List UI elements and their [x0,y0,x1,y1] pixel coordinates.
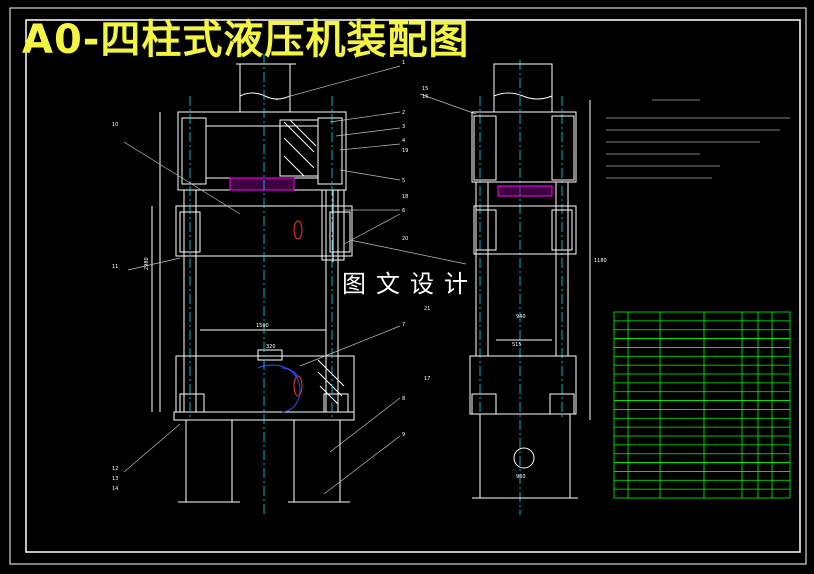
callout-2: 2 [402,110,405,116]
callout-8: 8 [402,396,405,402]
callout-4: 4 [402,138,405,144]
side-view [469,63,591,499]
callout-21: 21 [424,306,430,312]
dimension-labels: 1500 1180 940 515 2980 320 960 [144,257,607,480]
dim-inner: 515 [512,342,522,348]
callout-10: 10 [112,122,118,128]
side-view-accents [497,185,553,197]
part-callouts: 1 2 3 4 5 6 7 8 9 10 11 12 13 14 15 16 1… [112,60,430,492]
dim-table: 320 [266,344,276,350]
dim-width: 1500 [256,323,269,329]
drawing-title: A0-四柱式液压机装配图 [22,17,470,63]
callout-12: 12 [112,466,118,472]
callout-16: 16 [422,94,428,100]
dim-side-height: 1180 [594,258,607,264]
callout-11: 11 [112,264,118,270]
callout-1: 1 [402,60,405,66]
dim-total-height: 2980 [144,257,150,270]
callout-17: 17 [424,376,430,382]
callout-7: 7 [402,322,405,328]
technical-notes [606,99,790,179]
callout-15: 15 [422,86,428,92]
drawing-frame [9,7,807,565]
watermark-text: 图文设计 [342,270,478,298]
parts-list-table [613,311,791,499]
callout-20: 20 [402,236,408,242]
callout-18: 18 [402,194,408,200]
front-view-accents [229,119,345,413]
dim-side-width: 940 [516,314,526,320]
dim-base: 960 [516,474,526,480]
leader-lines [123,65,477,495]
callout-9: 9 [402,432,405,438]
callout-5: 5 [402,178,405,184]
callout-3: 3 [402,124,405,130]
centerlines [189,54,563,515]
callout-19: 19 [402,148,408,154]
front-view [151,63,355,503]
callout-6: 6 [402,208,405,214]
callout-14: 14 [112,486,118,492]
callout-13: 13 [112,476,118,482]
